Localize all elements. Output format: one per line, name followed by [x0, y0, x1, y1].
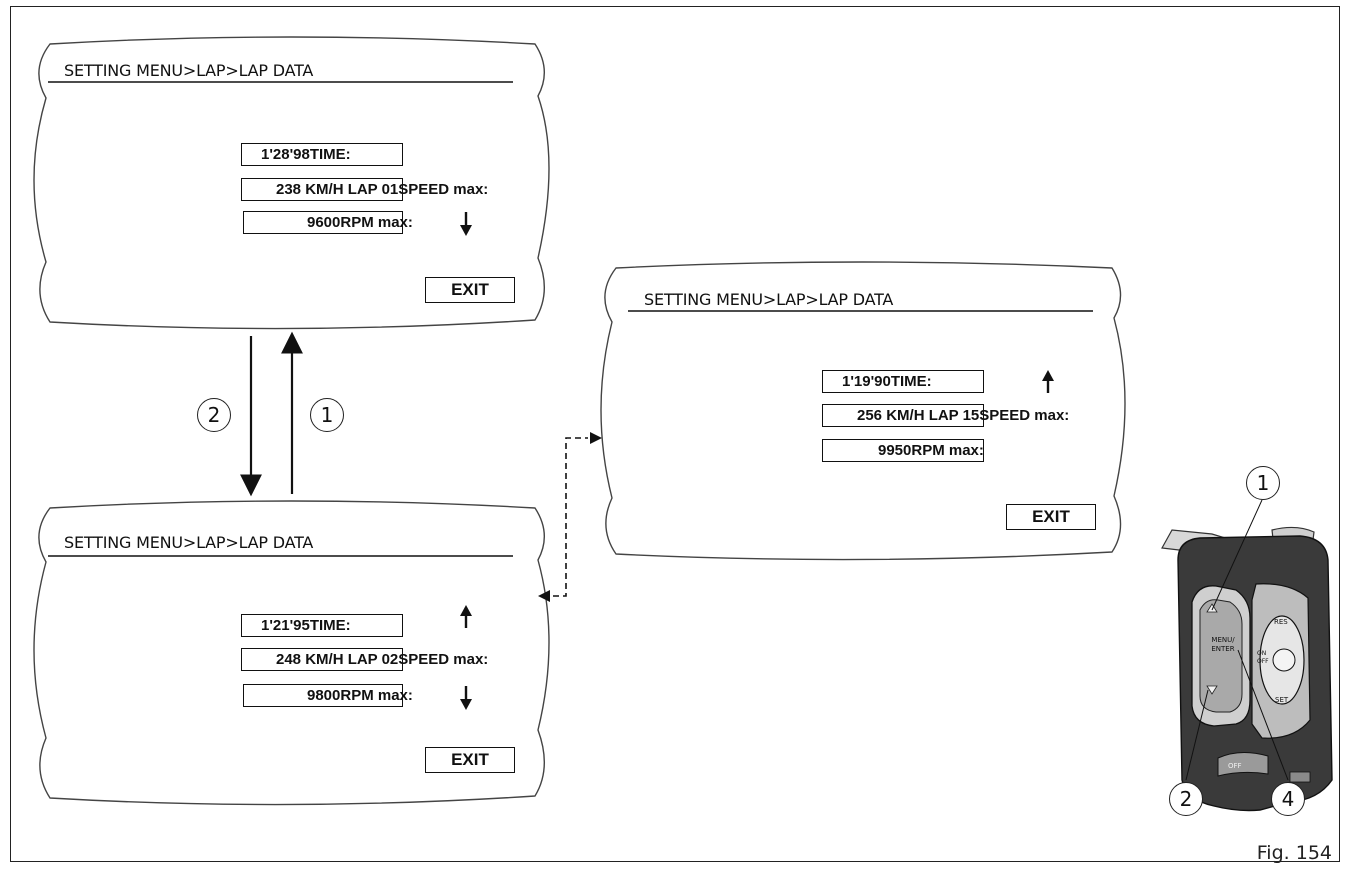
value-box: [241, 614, 403, 637]
set-label: SET: [1275, 696, 1289, 704]
row-text: 9800RPM max:: [307, 687, 413, 704]
value-box: [243, 211, 403, 234]
menu-enter-label: MENU/ ENTER: [1203, 636, 1243, 654]
enter-label: ENTER: [1211, 645, 1235, 653]
exit-button[interactable]: EXIT: [425, 747, 515, 773]
value-box: [241, 648, 403, 671]
row-text: 238 KM/H LAP 01SPEED max:: [276, 181, 489, 198]
dashed-arrowhead-left: [538, 590, 550, 602]
value-box: [243, 684, 403, 707]
menu-label: MENU/: [1211, 636, 1235, 644]
scroll-arrow-top-row3-down: [460, 212, 472, 236]
screen-title: SETTING MENU>LAP>LAP DATA: [64, 533, 314, 552]
handlebar-switch-illustration: [1161, 499, 1333, 812]
row-text: 256 KM/H LAP 15SPEED max:: [857, 407, 1070, 424]
dashed-connector: [553, 437, 588, 597]
value-box: [822, 370, 984, 393]
screen-title: SETTING MENU>LAP>LAP DATA: [644, 290, 894, 309]
figure-frame: [10, 6, 1340, 862]
scroll-arrow-bottom-row1-up: [460, 605, 472, 628]
screen-title: SETTING MENU>LAP>LAP DATA: [64, 61, 314, 80]
dashed-arrowhead-right: [590, 432, 602, 444]
screen-outline-right: [600, 261, 1126, 561]
row-text: 9950RPM max:: [878, 442, 984, 459]
on-label: ON: [1257, 650, 1267, 657]
exit-button[interactable]: EXIT: [425, 277, 515, 303]
screen-outline-top: [33, 36, 550, 330]
value-box: [241, 178, 403, 201]
row-text: 1'28'98TIME:: [261, 146, 351, 163]
row-text: 1'21'95TIME:: [261, 617, 351, 634]
off-side-label: OFF: [1257, 658, 1269, 665]
screen-outline-bottom: [33, 500, 550, 806]
row-text: 248 KM/H LAP 02SPEED max:: [276, 651, 489, 668]
callout-switch-up: 1: [1246, 466, 1280, 500]
value-box: [822, 439, 984, 462]
callout-nav-up: 1: [310, 398, 344, 432]
off-label: OFF: [1228, 762, 1242, 770]
figure-label: Fig. 154: [1256, 842, 1332, 864]
on-off-label: ON OFF: [1257, 650, 1269, 666]
value-box: [822, 404, 984, 427]
callout-nav-down: 2: [197, 398, 231, 432]
res-label: RES: [1274, 618, 1288, 626]
callout-switch-enter: 4: [1271, 782, 1305, 816]
callout-switch-down: 2: [1169, 782, 1203, 816]
exit-button[interactable]: EXIT: [1006, 504, 1096, 530]
row-text: 1'19'90TIME:: [842, 373, 932, 390]
scroll-arrow-bottom-row3-down: [460, 686, 472, 710]
row-text: 9600RPM max:: [307, 214, 413, 231]
scroll-arrow-right-row1-up: [1042, 370, 1054, 393]
value-box: [241, 143, 403, 166]
